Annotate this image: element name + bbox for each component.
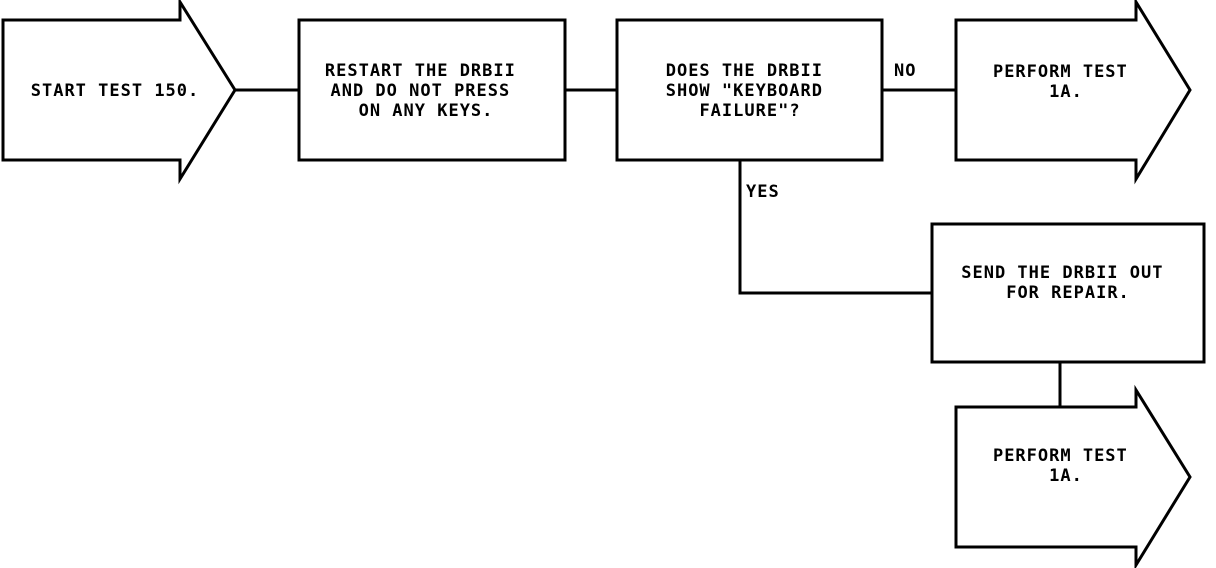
decision-label: DOES THE DRBII SHOW "KEYBOARD FAILURE"?	[666, 61, 835, 121]
repair-step-line-1: SEND THE DRBII OUT	[961, 263, 1163, 283]
decision-line-1: DOES THE DRBII	[666, 61, 823, 81]
perform-no-arrow-shape	[954, 0, 1192, 185]
start-terminal: START TEST 150.	[1, 0, 237, 185]
branch-no-label: NO	[894, 61, 916, 81]
repair-step-label: SEND THE DRBII OUT FOR REPAIR.	[961, 263, 1174, 303]
perform-no-label: PERFORM TEST 1A.	[993, 62, 1139, 102]
perform-yes-line-2: 1A.	[1049, 466, 1083, 486]
perform-yes-label: PERFORM TEST 1A.	[993, 446, 1139, 486]
perform-no-line-2: 1A.	[1049, 82, 1083, 102]
restart-step-line-1: RESTART THE DRBII	[325, 61, 516, 81]
decision-line-3: FAILURE"?	[699, 101, 800, 121]
start-label-line: START TEST 150.	[31, 81, 200, 101]
restart-step-line-3: ON ANY KEYS.	[359, 101, 494, 121]
start-label: START TEST 150.	[31, 81, 200, 101]
restart-step-box	[297, 18, 567, 162]
keyboard-failure-decision: DOES THE DRBII SHOW "KEYBOARD FAILURE"?	[615, 18, 884, 162]
perform-test-no-branch: PERFORM TEST 1A.	[954, 0, 1192, 185]
start-arrow-shape	[1, 0, 237, 185]
perform-test-yes-branch: PERFORM TEST 1A.	[954, 384, 1192, 568]
repair-step-box	[930, 222, 1206, 364]
branch-yes-label: YES	[746, 182, 780, 202]
repair-step: SEND THE DRBII OUT FOR REPAIR.	[930, 222, 1206, 364]
restart-step-line-2: AND DO NOT PRESS	[330, 81, 510, 101]
decision-line-2: SHOW "KEYBOARD	[666, 81, 823, 101]
perform-yes-line-1: PERFORM TEST	[993, 446, 1128, 466]
perform-yes-arrow-shape	[954, 384, 1192, 568]
repair-step-line-2: FOR REPAIR.	[1006, 283, 1130, 303]
perform-no-line-1: PERFORM TEST	[993, 62, 1128, 82]
decision-box	[615, 18, 884, 162]
restart-step-label: RESTART THE DRBII AND DO NOT PRESS ON AN…	[325, 61, 527, 121]
restart-step: RESTART THE DRBII AND DO NOT PRESS ON AN…	[297, 18, 567, 162]
connector-decision-yes	[738, 160, 932, 295]
